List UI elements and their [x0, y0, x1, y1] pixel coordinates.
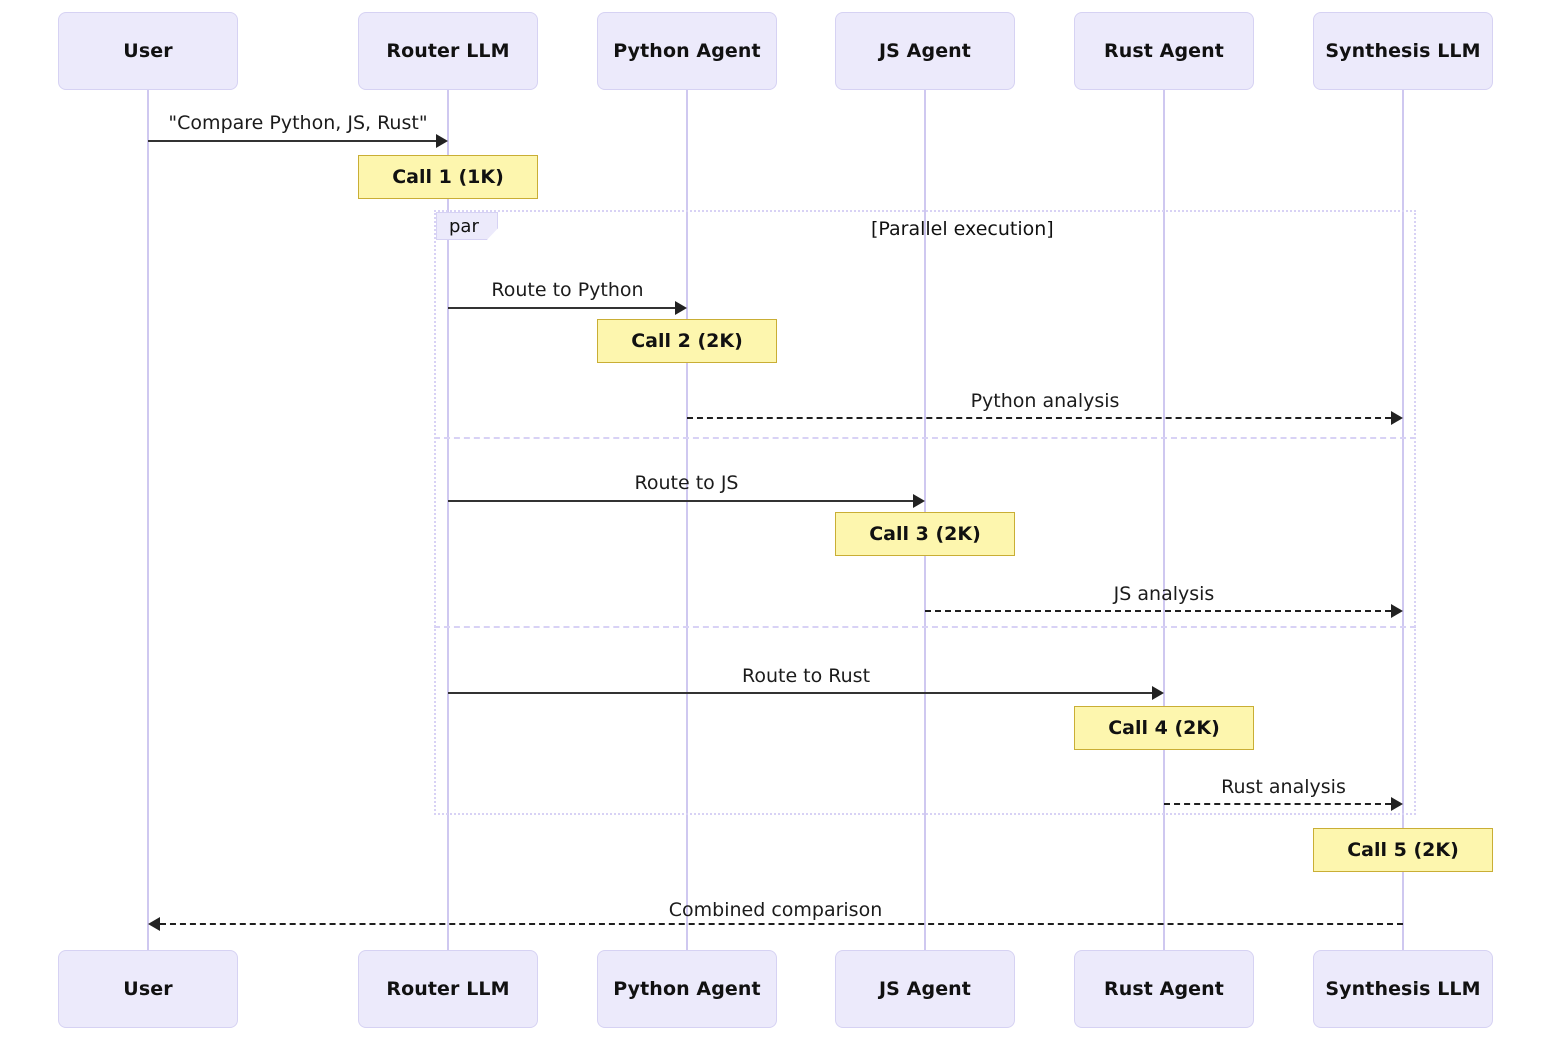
participant-label: Synthesis LLM — [1325, 40, 1481, 62]
participant-label: Python Agent — [613, 40, 761, 62]
participant-bottom-js[interactable]: JS Agent — [835, 950, 1015, 1028]
participant-bottom-synthesis[interactable]: Synthesis LLM — [1313, 950, 1493, 1028]
fragment-kind-label: par — [436, 212, 498, 240]
message-line-m1 — [148, 140, 436, 142]
participant-label: JS Agent — [879, 40, 971, 62]
participant-bottom-rust[interactable]: Rust Agent — [1074, 950, 1254, 1028]
note-n1: Call 1 (1K) — [358, 155, 538, 199]
participant-bottom-python[interactable]: Python Agent — [597, 950, 777, 1028]
participant-top-router[interactable]: Router LLM — [358, 12, 538, 90]
message-line-m6 — [448, 692, 1152, 694]
participant-top-rust[interactable]: Rust Agent — [1074, 12, 1254, 90]
message-label-m7: Rust analysis — [1221, 776, 1346, 798]
participant-label: Router LLM — [386, 40, 510, 62]
arrowhead-m3 — [1391, 411, 1403, 425]
participant-label: Synthesis LLM — [1325, 978, 1481, 1000]
message-line-m2 — [448, 307, 675, 309]
fragment-divider-2 — [434, 626, 1416, 628]
message-line-m8 — [160, 923, 1403, 925]
arrowhead-m2 — [675, 301, 687, 315]
message-label-m1: "Compare Python, JS, Rust" — [168, 112, 428, 134]
message-line-m5 — [925, 610, 1391, 612]
message-label-m6: Route to Rust — [741, 665, 871, 687]
arrowhead-m8 — [148, 917, 160, 931]
message-line-m3 — [687, 417, 1391, 419]
participant-bottom-router[interactable]: Router LLM — [358, 950, 538, 1028]
lifeline-python — [686, 90, 688, 950]
message-label-m4: Route to JS — [634, 472, 739, 494]
arrowhead-m7 — [1391, 797, 1403, 811]
parallel-fragment — [434, 210, 1416, 815]
message-label-m8: Combined comparison — [668, 899, 883, 921]
participant-label: Python Agent — [613, 978, 761, 1000]
participant-label: Router LLM — [386, 978, 510, 1000]
arrowhead-m4 — [913, 494, 925, 508]
lifeline-rust — [1163, 90, 1165, 950]
participant-top-js[interactable]: JS Agent — [835, 12, 1015, 90]
message-line-m4 — [448, 500, 913, 502]
participant-top-user[interactable]: User — [58, 12, 238, 90]
message-label-m2: Route to Python — [491, 279, 644, 301]
participant-top-python[interactable]: Python Agent — [597, 12, 777, 90]
participant-label: Rust Agent — [1104, 978, 1224, 1000]
lifeline-synthesis — [1402, 90, 1404, 950]
message-line-m7 — [1164, 803, 1391, 805]
lifeline-user — [147, 90, 149, 950]
message-label-m5: JS analysis — [1113, 583, 1215, 605]
participant-top-synthesis[interactable]: Synthesis LLM — [1313, 12, 1493, 90]
participant-label: User — [123, 40, 173, 62]
participant-label: JS Agent — [879, 978, 971, 1000]
fragment-title: [Parallel execution] — [871, 218, 1054, 240]
note-n5: Call 5 (2K) — [1313, 828, 1493, 872]
message-label-m3: Python analysis — [970, 390, 1120, 412]
participant-label: Rust Agent — [1104, 40, 1224, 62]
fragment-divider-1 — [434, 437, 1416, 439]
arrowhead-m1 — [436, 134, 448, 148]
participant-label: User — [123, 978, 173, 1000]
note-n4: Call 4 (2K) — [1074, 706, 1254, 750]
arrowhead-m5 — [1391, 604, 1403, 618]
lifeline-router — [447, 90, 449, 950]
arrowhead-m6 — [1152, 686, 1164, 700]
participant-bottom-user[interactable]: User — [58, 950, 238, 1028]
note-n3: Call 3 (2K) — [835, 512, 1015, 556]
note-n2: Call 2 (2K) — [597, 319, 777, 363]
